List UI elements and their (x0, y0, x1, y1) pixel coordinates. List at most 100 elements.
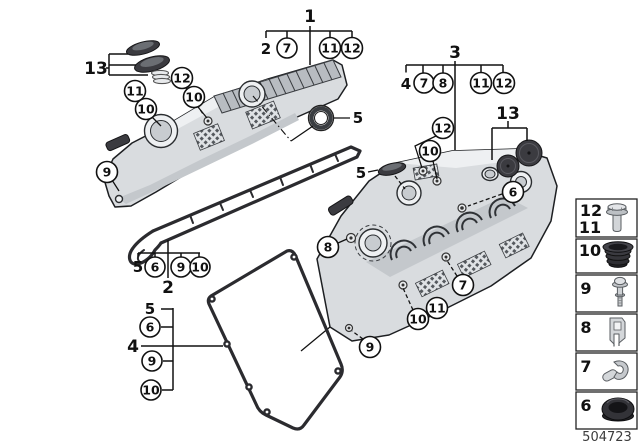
callout-5[interactable]: 5 (145, 300, 155, 318)
callout-11[interactable]: 11 (123, 79, 147, 103)
callout-11-label[interactable]: 11 (321, 41, 338, 56)
callout-10[interactable]: 10 (189, 256, 211, 278)
callout-7[interactable]: 7 (276, 37, 298, 59)
callout-8-label[interactable]: 8 (439, 76, 448, 91)
callout-9[interactable]: 9 (358, 335, 382, 359)
gasket-half-moon (127, 229, 163, 266)
callout-10-label[interactable]: 10 (185, 90, 203, 105)
legend-num-9[interactable]: 9 (580, 279, 591, 298)
callout-6-label[interactable]: 6 (151, 260, 160, 275)
callout-11-label[interactable]: 11 (428, 301, 445, 316)
callout-8-label[interactable]: 8 (324, 240, 333, 255)
legend-row-6[interactable]: 6 (575, 391, 638, 430)
legend-num-7[interactable]: 7 (580, 357, 591, 376)
callout-6-label[interactable]: 6 (146, 320, 155, 335)
callout-12[interactable]: 12 (170, 66, 194, 90)
seal-ring-left (307, 104, 335, 132)
callout-9[interactable]: 9 (95, 160, 119, 184)
leader-line (414, 135, 437, 169)
callout-10-label[interactable]: 10 (421, 144, 439, 159)
callout-10[interactable]: 10 (140, 379, 162, 401)
callout-9[interactable]: 9 (170, 256, 192, 278)
callout-12-label[interactable]: 12 (495, 76, 512, 91)
bracket-lines (265, 26, 353, 65)
callout-12-label[interactable]: 12 (173, 71, 190, 86)
callout-11[interactable]: 11 (318, 36, 342, 60)
cap-lower-top (140, 57, 164, 67)
legend-num-10[interactable]: 10 (579, 241, 601, 260)
callout-3[interactable]: 3 (449, 43, 461, 63)
legend-row-10[interactable]: 10 (575, 238, 638, 274)
sealing-grommet-icon (601, 397, 635, 422)
callout-2[interactable]: 2 (162, 278, 174, 298)
vent-boss-opening (364, 234, 382, 252)
callout-12-label[interactable]: 12 (343, 41, 360, 56)
callout-7[interactable]: 7 (413, 72, 435, 94)
gasket-hole-center (247, 385, 251, 389)
callout-12-label[interactable]: 12 (434, 121, 451, 136)
callout-6[interactable]: 6 (144, 256, 166, 278)
callout-1[interactable]: 1 (304, 7, 316, 27)
callout-12[interactable]: 12 (431, 116, 455, 140)
thread-lines (618, 297, 622, 304)
callout-9-label[interactable]: 9 (103, 165, 112, 180)
legend-row-8[interactable]: 8 (575, 313, 638, 352)
callout-9-label[interactable]: 9 (177, 260, 186, 275)
callout-4[interactable]: 4 (127, 337, 139, 357)
legend-num-6[interactable]: 6 (580, 396, 591, 415)
bracket-window (613, 321, 622, 331)
callout-7-label[interactable]: 7 (420, 76, 429, 91)
legend-cell[interactable] (575, 313, 638, 352)
callout-7-label[interactable]: 7 (283, 41, 292, 56)
callout-6-label[interactable]: 6 (509, 185, 518, 200)
callout-2[interactable]: 2 (261, 40, 271, 58)
callout-8[interactable]: 8 (316, 235, 340, 259)
callout-8[interactable]: 8 (432, 72, 454, 94)
callout-7[interactable]: 7 (451, 273, 475, 297)
cover-bolt-center (349, 236, 353, 240)
callout-11[interactable]: 11 (425, 296, 449, 320)
callout-group-3: 3 4 7 8 11 12 (401, 43, 516, 150)
legend-row-12-11[interactable]: 12 11 (575, 198, 638, 238)
callout-10[interactable]: 10 (182, 85, 206, 109)
callout-10[interactable]: 10 (134, 97, 158, 121)
callout-9-label[interactable]: 9 (366, 340, 375, 355)
callout-10-label[interactable]: 10 (137, 102, 155, 117)
callout-5[interactable]: 5 (356, 164, 366, 182)
callout-9-label[interactable]: 9 (148, 354, 157, 369)
legend-num-12[interactable]: 12 (580, 201, 602, 220)
legend-row-7[interactable]: 7 (575, 352, 638, 391)
callout-10[interactable]: 10 (406, 307, 430, 331)
callout-11-label[interactable]: 11 (126, 84, 143, 99)
callout-10-label[interactable]: 10 (409, 312, 427, 327)
spring-clip-icon (602, 360, 629, 382)
callout-11-label[interactable]: 11 (472, 76, 489, 91)
vent-grid (414, 269, 450, 298)
callout-6[interactable]: 6 (501, 180, 525, 204)
bracket-lines (137, 240, 200, 278)
legend-row-9[interactable]: 9 (575, 274, 638, 313)
callout-10[interactable]: 10 (418, 139, 442, 163)
legend-cell[interactable] (575, 198, 638, 238)
retaining-bracket-icon (609, 317, 626, 347)
callout-7-label[interactable]: 7 (459, 278, 468, 293)
callout-5[interactable]: 5 (133, 258, 143, 276)
callout-13[interactable]: 13 (496, 104, 520, 124)
cap-seal-ring-hole (484, 169, 496, 179)
callout-12[interactable]: 12 (340, 36, 364, 60)
callout-9[interactable]: 9 (141, 350, 163, 372)
legend-cell[interactable] (575, 274, 638, 313)
legend-num-8[interactable]: 8 (580, 318, 591, 337)
callout-10-label[interactable]: 10 (191, 260, 209, 275)
callout-12[interactable]: 12 (492, 71, 516, 95)
callout-6[interactable]: 6 (139, 316, 161, 338)
callout-4[interactable]: 4 (401, 75, 411, 93)
callout-10-label[interactable]: 10 (142, 383, 160, 398)
callout-11[interactable]: 11 (469, 71, 493, 95)
legend-num-11[interactable]: 11 (579, 218, 601, 237)
callout-13[interactable]: 13 (84, 59, 108, 79)
callout-5[interactable]: 5 (353, 109, 363, 127)
boss-dashed-outline (354, 224, 392, 262)
shoulder-bolt-icon (606, 203, 628, 233)
